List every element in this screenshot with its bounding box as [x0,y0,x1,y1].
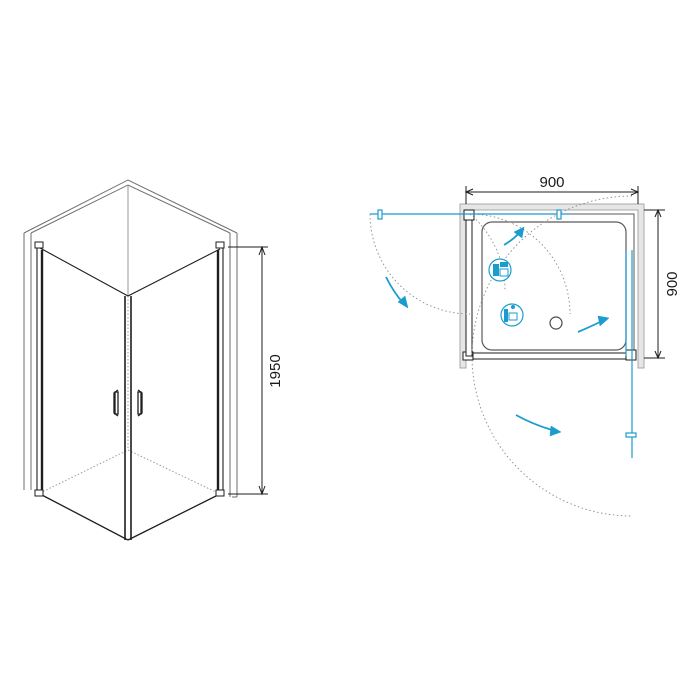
plan-view [369,186,665,517]
depth-label: 900 [664,271,681,296]
door-swing-paths [369,195,633,517]
plan-walls [459,203,645,369]
width-dimension [464,186,640,204]
height-dimension [228,245,268,496]
door-center-edges [124,296,132,540]
hinge-icon [488,258,524,327]
tray-outer [471,213,635,359]
height-label: 1950 [267,354,284,387]
hinge-icon-bottom [500,303,524,327]
door-swing-arrow-icon [385,226,610,437]
tray-inner [481,221,627,351]
left-wall-profile [34,241,44,497]
isometric-view [23,179,238,541]
back-walls [23,179,238,498]
hinge-icon-top [488,258,512,282]
bottom-rails [39,493,221,541]
depth-dimension [644,208,665,360]
left-profile [463,209,475,357]
floor-outline [39,296,221,495]
bottom-profile [462,349,637,361]
drain-icon [549,316,563,330]
right-wall-profile [215,241,225,497]
handle-icon [113,389,143,417]
width-label: 900 [539,174,564,191]
top-rails [39,247,221,297]
open-doors [370,209,637,458]
